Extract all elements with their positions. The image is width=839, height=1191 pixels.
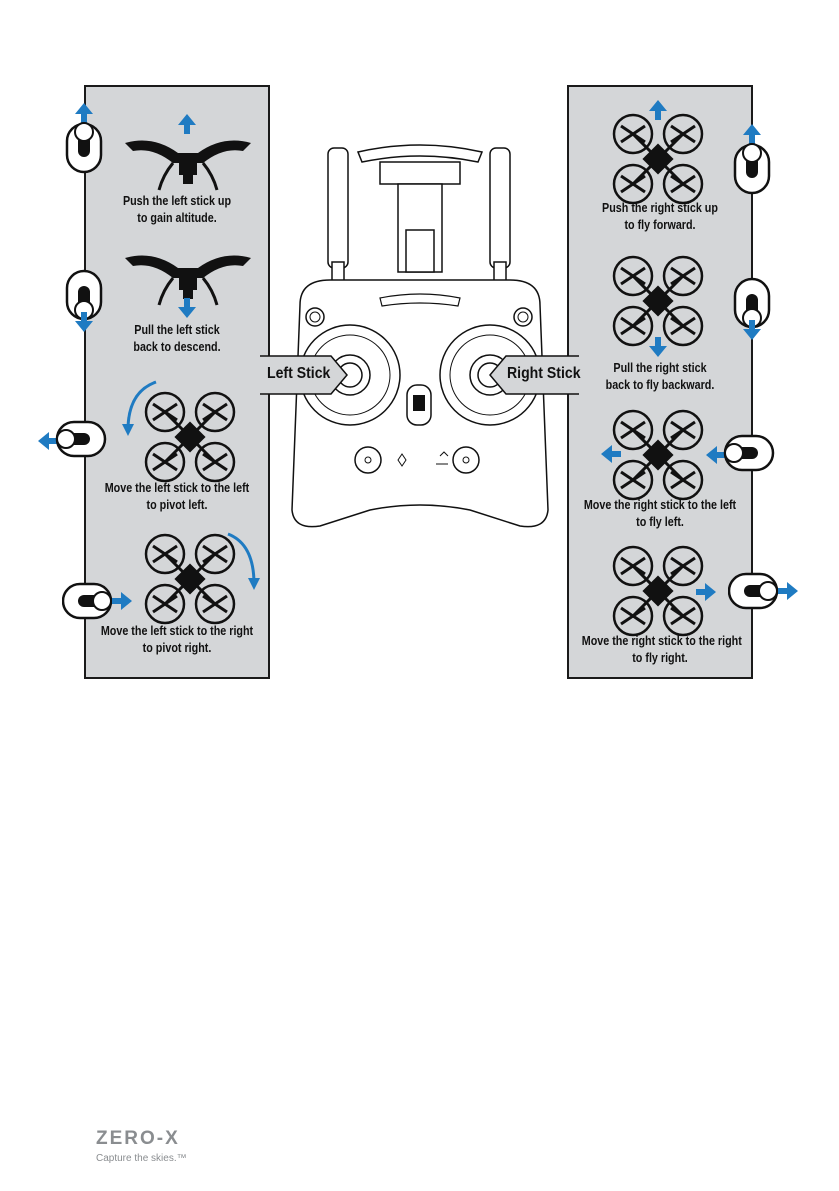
arrow-down-icon <box>178 298 196 318</box>
remote-controller-illustration <box>291 144 549 528</box>
right-stick-label: Right Stick <box>507 365 581 382</box>
right-stick-label-tab <box>489 355 579 395</box>
stick-left-icon <box>38 420 107 458</box>
drone-side-view-icon <box>123 139 253 192</box>
quadcopter-top-view-icon <box>612 409 704 501</box>
quadcopter-top-view-icon <box>144 533 236 625</box>
stick-up-icon <box>733 124 771 195</box>
stick-right-icon <box>62 582 132 620</box>
stick-down-icon <box>733 277 771 340</box>
rotate-ccw-icon <box>122 380 157 436</box>
quadcopter-top-view-icon <box>612 545 704 637</box>
arrow-down-icon <box>649 337 667 357</box>
quadcopter-top-view-icon <box>612 113 704 205</box>
arrow-right-icon <box>696 583 716 601</box>
stick-up-icon <box>65 103 103 174</box>
left-stick-label-tab <box>260 355 348 395</box>
stick-left-icon <box>706 434 775 472</box>
brand-tagline: Capture the skies.™ <box>96 1153 187 1164</box>
brand-logo: ZERO-X <box>96 1128 180 1149</box>
quadcopter-top-view-icon <box>144 391 236 483</box>
rotate-cw-icon <box>227 532 260 590</box>
arrow-up-icon <box>178 114 196 134</box>
left-stick-label: Left Stick <box>267 365 331 382</box>
quadcopter-top-view-icon <box>612 255 704 347</box>
stick-right-icon <box>728 572 798 610</box>
